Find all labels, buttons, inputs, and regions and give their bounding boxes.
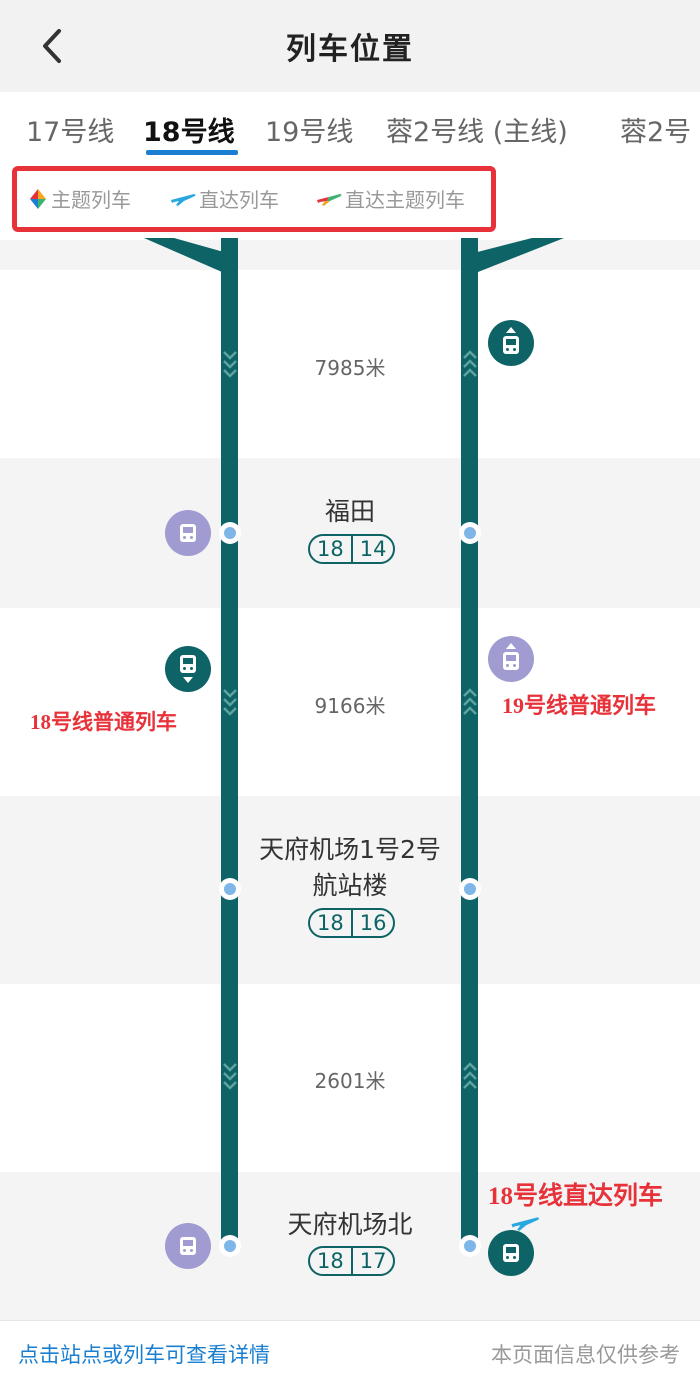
track-branch-left	[144, 238, 238, 272]
train-down[interactable]	[165, 646, 211, 692]
chevron-up-icon	[463, 1062, 477, 1089]
segment-band-2	[0, 608, 700, 796]
plane-icon	[171, 193, 196, 206]
active-tab-indicator	[146, 150, 238, 155]
line-tabs: 17号线 18号线 19号线 蓉2号线 (主线) 蓉2号	[0, 92, 700, 164]
train-icon	[180, 1237, 196, 1255]
chevron-up-icon	[463, 688, 477, 715]
train-type-legend: 主题列车 直达列车 直达主题列车	[0, 164, 700, 240]
train-at-station[interactable]	[165, 510, 211, 556]
train-icon	[503, 643, 519, 670]
tab-line-18[interactable]: 18号线	[143, 117, 235, 148]
legend-highlight-frame	[12, 166, 496, 232]
train-icon	[180, 655, 196, 683]
legend-label-express: 直达列车	[199, 188, 279, 212]
station-name[interactable]: 天府机场北	[287, 1210, 413, 1239]
legend-label-theme: 主题列车	[51, 188, 131, 212]
station-node-down[interactable]	[219, 522, 241, 544]
segment-distance: 7985米	[314, 356, 386, 380]
back-button[interactable]	[30, 22, 74, 70]
express-train[interactable]	[488, 1230, 534, 1276]
chevron-left-icon	[43, 29, 61, 63]
line-badge: 18 14	[308, 534, 396, 564]
line-badge-number: 18	[317, 911, 344, 935]
station-node-up[interactable]	[459, 878, 481, 900]
chevron-down-icon	[223, 351, 237, 378]
chevron-down-icon	[223, 1063, 237, 1090]
train-icon	[180, 524, 196, 542]
legend-item-express: 直达列车	[170, 184, 279, 213]
theme-plane-icon	[317, 193, 342, 206]
train-up[interactable]	[488, 320, 534, 366]
train-at-station[interactable]	[165, 1223, 211, 1269]
segment-band-3	[0, 984, 700, 1172]
segment-band-1	[0, 270, 700, 458]
track-up	[461, 238, 478, 1252]
legend-item-express-theme: 直达主题列车	[316, 184, 465, 213]
annotation-line18-regular: 18号线普通列车	[30, 710, 177, 734]
annotation-line19-regular: 19号线普通列车	[502, 693, 657, 718]
legend-label-express-theme: 直达主题列车	[345, 188, 465, 212]
station-name-line2[interactable]: 航站楼	[312, 871, 388, 900]
chevron-up-icon	[463, 350, 477, 377]
header-bar: 列车位置	[0, 0, 700, 92]
segment-distance: 9166米	[314, 694, 386, 718]
station-node-up[interactable]	[459, 522, 481, 544]
top-gap	[0, 240, 700, 270]
station-name[interactable]: 福田	[324, 497, 375, 526]
station-band-1[interactable]	[0, 458, 700, 608]
tab-line-rong2-main[interactable]: 蓉2号线 (主线)	[386, 117, 568, 148]
legend-item-theme: 主题列车	[28, 184, 131, 213]
line-badge-number: 14	[350, 536, 394, 562]
line-badge-number: 17	[350, 1248, 394, 1274]
line-badge-number: 18	[317, 537, 344, 561]
train-icon	[503, 1244, 519, 1262]
disclaimer-note: 本页面信息仅供参考	[491, 1343, 680, 1367]
station-node-down[interactable]	[219, 1235, 241, 1257]
page-title: 列车位置	[286, 32, 414, 67]
train-up[interactable]	[488, 636, 534, 682]
theme-train-icon	[30, 188, 46, 209]
line-badge-number: 16	[350, 910, 394, 936]
tab-line-19[interactable]: 19号线	[265, 117, 354, 148]
station-node-down[interactable]	[219, 878, 241, 900]
track-branch-right	[462, 238, 564, 272]
tab-line-17[interactable]: 17号线	[26, 117, 115, 148]
footer-bar: 点击站点或列车可查看详情 本页面信息仅供参考	[0, 1320, 700, 1398]
station-node-up[interactable]	[459, 1235, 481, 1257]
line-badge: 18 16	[308, 908, 396, 938]
track-down	[221, 238, 238, 1252]
segment-distance: 2601米	[314, 1069, 386, 1093]
line-badge-number: 18	[317, 1249, 344, 1273]
line-badge: 18 17	[308, 1246, 396, 1276]
annotation-line18-express: 18号线直达列车	[488, 1183, 664, 1210]
plane-icon	[511, 1217, 539, 1231]
details-hint-link[interactable]: 点击站点或列车可查看详情	[18, 1343, 270, 1367]
chevron-down-icon	[223, 689, 237, 716]
train-icon	[503, 327, 519, 354]
station-band-2[interactable]	[0, 796, 700, 984]
tab-line-rong2[interactable]: 蓉2号	[620, 117, 692, 148]
station-name[interactable]: 天府机场1号2号	[259, 835, 441, 864]
